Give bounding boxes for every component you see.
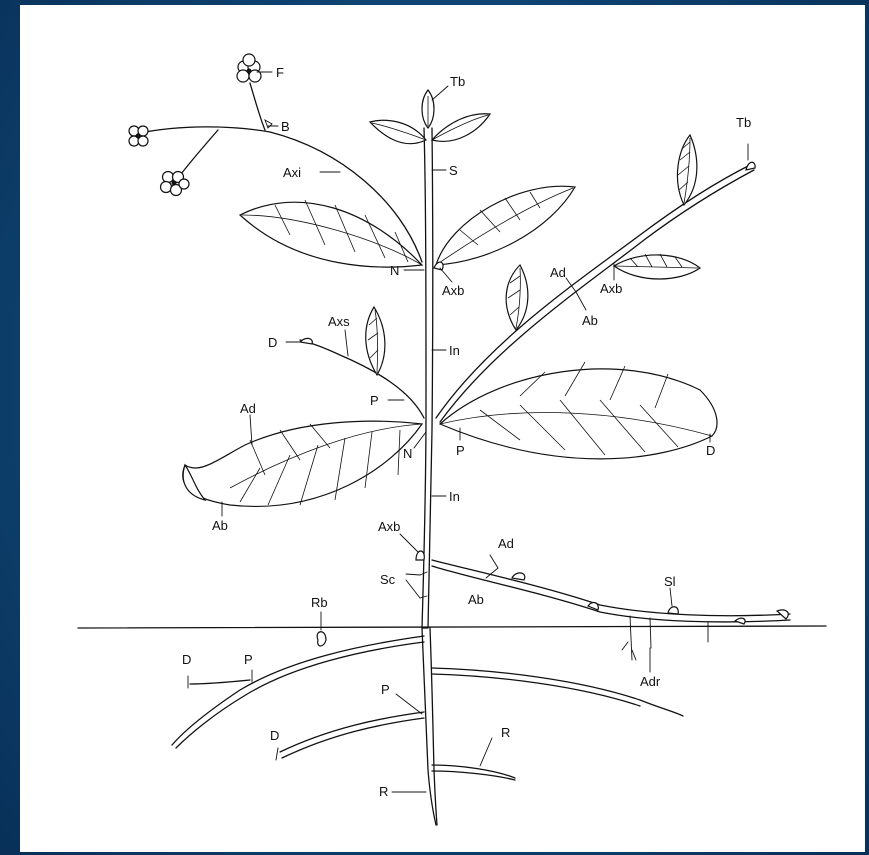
flower-top <box>237 54 261 82</box>
main-stem <box>422 128 437 825</box>
label-abaxial-runner: Ab <box>468 592 484 607</box>
lower-left-leaf <box>183 421 422 506</box>
label-flower: F <box>276 65 284 80</box>
label-adaxial-left: Ad <box>240 401 256 416</box>
label-axillary-shoot: Axs <box>328 314 350 329</box>
label-root-bud: Rb <box>311 595 328 610</box>
runner-bud-3 <box>735 618 745 624</box>
label-axillary-bud-upper: Axb <box>442 283 464 298</box>
label-distal-upper-left: D <box>268 335 277 350</box>
label-scale-leaf: Sc <box>380 572 396 587</box>
runner-scale-leaf <box>668 607 678 614</box>
label-axillary-bud-lower: Axb <box>378 519 400 534</box>
label-inflorescence-axis: Axi <box>283 165 301 180</box>
label-internode-upper: In <box>449 343 460 358</box>
label-proximal-root-upper: P <box>244 652 253 667</box>
label-terminal-bud-top: Tb <box>450 74 465 89</box>
flower-left <box>129 126 148 146</box>
axillary-shoot-leaf <box>366 307 385 375</box>
terminal-bud-top <box>422 90 434 128</box>
label-terminal-bud-right: Tb <box>736 115 751 130</box>
upper-left-leaf <box>240 200 422 267</box>
axillary-shoot-left <box>300 338 424 418</box>
label-internode-lower: In <box>449 489 460 504</box>
flower-lower <box>161 172 190 196</box>
right-branch-lower-leaf <box>506 265 528 330</box>
plant-morphology-diagram: F B Tb S Axi Tb N Axb Ad Axb Ab Axs D In… <box>20 5 865 852</box>
label-proximal-left: P <box>370 393 379 408</box>
label-distal-root-lower: D <box>270 728 279 743</box>
label-adaxial-right: Ad <box>550 265 566 280</box>
label-node-lower: N <box>403 446 412 461</box>
label-abaxial-left: Ab <box>212 518 228 533</box>
label-stem: S <box>449 163 458 178</box>
axillary-bud-lower <box>416 551 424 560</box>
label-proximal-root-center: P <box>381 682 390 697</box>
adventitious-roots <box>622 616 708 660</box>
lower-right-leaf <box>440 362 717 459</box>
runner-stolon <box>432 560 790 622</box>
label-distal-right: D <box>706 443 715 458</box>
label-axillary-bud-right: Axb <box>600 281 622 296</box>
label-abaxial-right: Ab <box>582 313 598 328</box>
label-distal-root-upper: D <box>182 652 191 667</box>
runner-bud-1 <box>512 573 525 580</box>
label-proximal-right: P <box>456 443 465 458</box>
axillary-bud-upper <box>434 262 443 270</box>
right-branch-side-leaf <box>614 254 700 279</box>
terminal-bud-right <box>746 162 755 170</box>
diagram-frame: F B Tb S Axi Tb N Axb Ad Axb Ab Axs D In… <box>20 5 865 852</box>
label-stolon: Sl <box>664 574 676 589</box>
label-bract: B <box>281 119 290 134</box>
label-adventitious-root: Adr <box>640 674 661 689</box>
right-branch-upper-leaf <box>677 135 696 205</box>
label-adaxial-runner: Ad <box>498 536 514 551</box>
upper-right-leaf <box>436 186 575 265</box>
soil-surface-line <box>78 626 826 628</box>
label-root-right: R <box>501 725 510 740</box>
label-root-bottom: R <box>379 784 388 799</box>
label-node-upper: N <box>390 263 399 278</box>
